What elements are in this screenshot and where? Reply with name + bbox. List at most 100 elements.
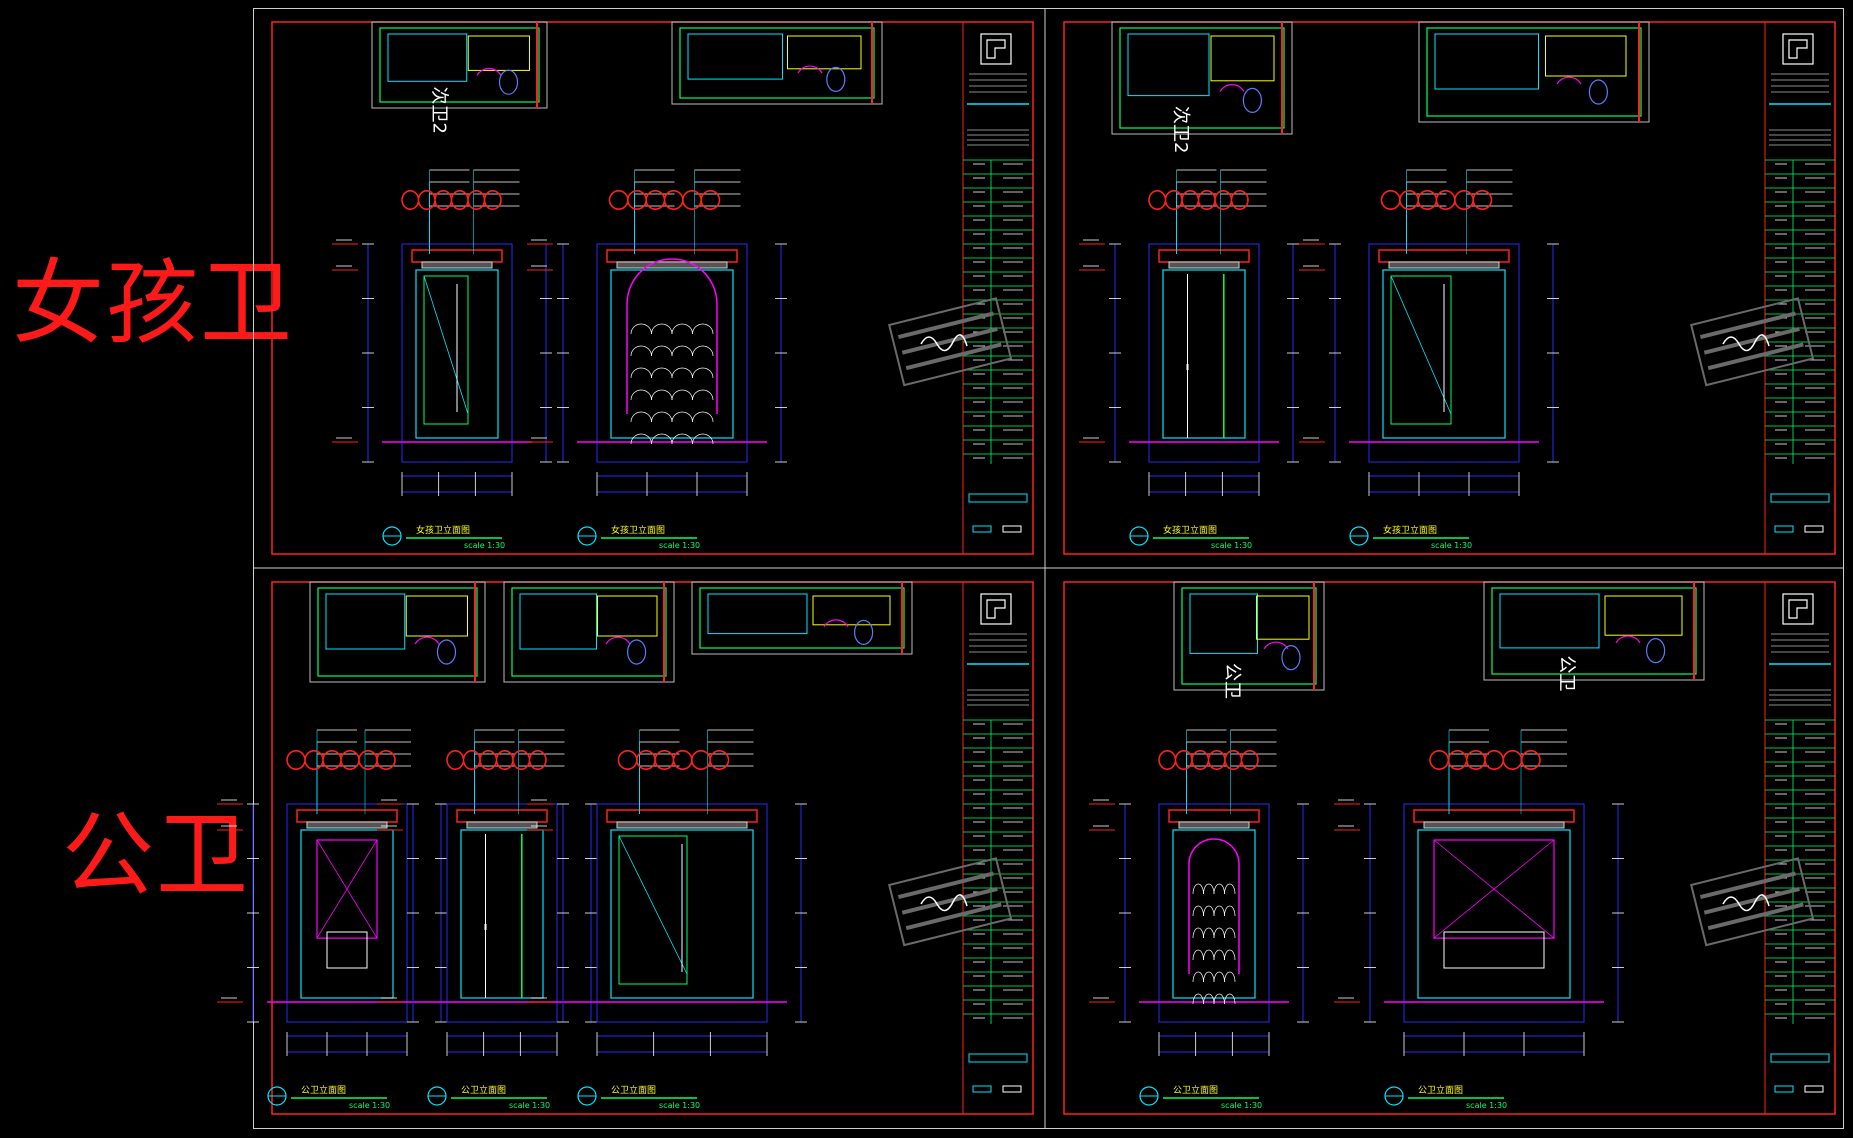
scallop-tile (630, 367, 652, 379)
elevation-scale: scale 1:30 (659, 1101, 700, 1110)
plan-fixture (519, 593, 597, 650)
elevation-title: 女孩卫立面图 (1383, 524, 1437, 536)
scallop-tile (651, 389, 673, 401)
wall-finish-panel (610, 829, 754, 999)
plan-wall (317, 587, 478, 677)
revision-cloud (608, 190, 721, 210)
revision-cloud (401, 190, 502, 210)
revision-cloud (286, 750, 396, 770)
plan-inset-frame (1173, 581, 1325, 691)
logo-mark-icon (986, 599, 1006, 619)
wall-finish-panel (610, 269, 734, 439)
plan-door-swing (1556, 76, 1582, 85)
scallop-tile (1192, 993, 1204, 1005)
elevation-scale: scale 1:30 (464, 541, 505, 550)
plan-door-swing (1219, 84, 1245, 92)
company-logo-icon (980, 33, 1012, 65)
scallop-tile (1203, 993, 1215, 1005)
scallop-tile (671, 433, 693, 445)
approval-stamp-text (1707, 342, 1804, 371)
elevation-title: 公卫立面图 (1418, 1084, 1463, 1096)
elevation-outline (1148, 243, 1260, 463)
shower-glass-panel (618, 835, 688, 985)
approval-stamp-text (897, 311, 995, 340)
arched-tile-panel (1188, 838, 1240, 974)
plan-wall (679, 27, 875, 99)
elevation-scale: scale 1:30 (509, 1101, 550, 1110)
scallop-tile (692, 411, 714, 423)
plan-fixture (1434, 33, 1539, 90)
title-block-stamp-area (968, 493, 1028, 503)
ceiling-light-trough (616, 261, 728, 269)
approval-stamp (1690, 297, 1815, 387)
title-block-sheet-number (1804, 1085, 1824, 1093)
shower-glass-panel (423, 275, 469, 425)
wall-finish-panel (300, 829, 394, 999)
scallop-tile (1224, 883, 1236, 895)
elevation-scale: scale 1:30 (1211, 541, 1252, 550)
elevation-title: 公卫立面图 (461, 1084, 506, 1096)
toilet-icon (826, 66, 846, 93)
plan-fixture (1545, 35, 1627, 77)
plan-inset-frame (671, 21, 883, 105)
elevation-title: 女孩卫立面图 (1163, 524, 1217, 536)
scallop-tile (630, 433, 652, 445)
plan-room-label: 公卫 (1556, 656, 1577, 692)
plan-room-label: 公卫 (1222, 663, 1243, 699)
plan-wall (1119, 27, 1285, 129)
approval-stamp-text (1703, 326, 1800, 355)
elevation-outline (1158, 803, 1270, 1023)
plan-room-label: 次卫2 (428, 87, 449, 134)
toilet-icon (626, 639, 647, 665)
ceiling-light-trough (1168, 261, 1240, 269)
scallop-tile (1192, 883, 1204, 895)
elevation-outline (1368, 243, 1520, 463)
scallop-tile (651, 433, 673, 445)
scallop-tile (630, 345, 652, 357)
toilet-icon (1645, 637, 1666, 664)
glass-reflection-line (1390, 275, 1452, 415)
plan-fixture (405, 595, 468, 637)
toilet-icon (1281, 644, 1301, 671)
revision-cloud (1380, 190, 1493, 210)
scallop-tile (1192, 927, 1204, 939)
company-logo-icon (1782, 33, 1814, 65)
elevation-outline (446, 803, 558, 1023)
wall-finish-panel (1172, 829, 1256, 999)
scallop-tile (1224, 993, 1236, 1005)
toilet-icon (853, 619, 874, 646)
toilet-icon (498, 69, 519, 95)
mirror-diagonal (316, 839, 378, 939)
scallop-tile (1224, 927, 1236, 939)
title-block-sheet-number (1774, 1085, 1794, 1093)
plan-fixture (1604, 595, 1683, 636)
elevation-outline (286, 803, 408, 1023)
signature (1722, 334, 1770, 352)
scallop-tile (1203, 949, 1215, 961)
arched-tile-panel (626, 258, 718, 414)
row-label-public-bathroom: 公卫 (62, 802, 251, 909)
mirror-diagonal (1433, 839, 1555, 939)
scallop-tile (1213, 883, 1225, 895)
scallop-tile (1213, 905, 1225, 917)
plan-fixture (325, 593, 406, 650)
approval-stamp-text (1707, 902, 1804, 931)
revision-cloud (1148, 190, 1249, 210)
logo-mark-icon (986, 39, 1006, 59)
ceiling-band (606, 249, 738, 263)
plan-room-label: 次卫2 (1170, 106, 1191, 153)
wall-finish-panel (1162, 269, 1246, 439)
row-label-girl-bathroom: 女孩卫 (12, 250, 295, 357)
title-block-sheet-number (972, 525, 992, 533)
plan-fixture (687, 33, 783, 80)
title-block-stamp-area (1770, 1053, 1830, 1063)
approval-stamp-text (905, 902, 1002, 931)
revision-cloud (617, 750, 730, 770)
ceiling-band (1168, 809, 1260, 823)
